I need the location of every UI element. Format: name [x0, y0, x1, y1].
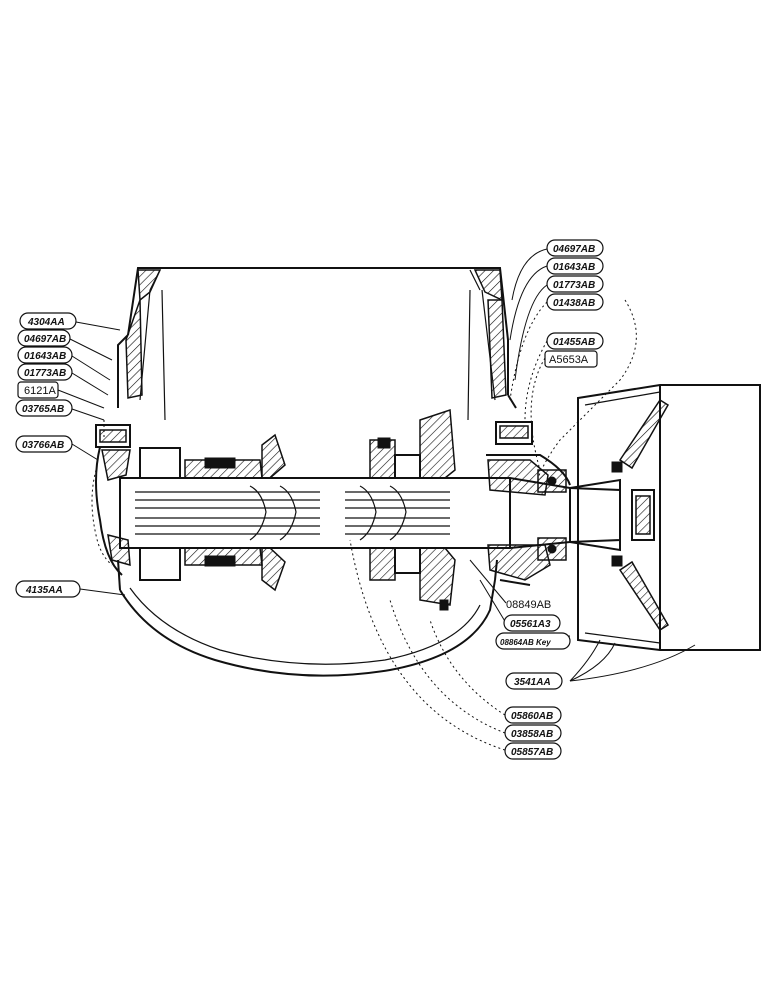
svg-text:6121A: 6121A [24, 385, 56, 397]
svg-text:3541AA: 3541AA [514, 677, 551, 688]
callout-05857AB: 05857AB [504, 742, 562, 760]
svg-text:01773AB: 01773AB [24, 368, 66, 379]
svg-text:05561A3: 05561A3 [510, 619, 551, 630]
callout-4304AA: 4304AA [19, 312, 77, 330]
callout-3541AA: 3541AA [505, 672, 563, 690]
pulley-drum [569, 384, 761, 651]
callout-05860AB: 05860AB [504, 706, 562, 724]
svg-text:04697AB: 04697AB [24, 334, 66, 345]
left-flange [91, 424, 131, 576]
main-shaft [119, 477, 621, 549]
svg-text:4135AA: 4135AA [25, 585, 63, 596]
middle-gear [369, 408, 456, 611]
leader-lines-left [57, 321, 126, 596]
svg-text:01643AB: 01643AB [24, 351, 66, 362]
callout-01643AB-left: 01643AB [17, 346, 73, 364]
svg-text:03766AB: 03766AB [22, 440, 64, 451]
svg-text:A5653A: A5653A [549, 354, 589, 366]
callout-08864AB-key: 08864AB Key [495, 632, 571, 650]
left-gear [139, 433, 286, 592]
callout-01643AB-right: 01643AB [546, 257, 604, 275]
svg-text:01438AB: 01438AB [553, 298, 595, 309]
callout-01773AB-right: 01773AB [546, 275, 604, 293]
callout-03766AB: 03766AB [15, 435, 73, 453]
callout-04697AB-left: 04697AB [17, 329, 71, 347]
callout-04697AB-right: 04697AB [546, 239, 604, 257]
callout-03858AB: 03858AB [504, 724, 562, 742]
svg-text:4304AA: 4304AA [27, 317, 65, 328]
svg-text:08864AB Key: 08864AB Key [500, 638, 551, 647]
right-flange [486, 421, 571, 586]
svg-text:08849AB: 08849AB [506, 599, 551, 611]
leader-lines-right [349, 248, 696, 751]
callout-6121A: 6121A [17, 381, 59, 399]
svg-text:04697AB: 04697AB [553, 244, 595, 255]
callout-03765AB: 03765AB [15, 399, 73, 417]
svg-text:05860AB: 05860AB [511, 711, 553, 722]
callout-A5653A: A5653A [544, 350, 598, 368]
svg-text:05857AB: 05857AB [511, 747, 553, 758]
callout-08849AB: 08849AB [506, 599, 551, 611]
callout-4135AA: 4135AA [15, 580, 81, 598]
callout-01773AB-left: 01773AB [17, 363, 73, 381]
callout-01455AB: 01455AB [546, 332, 604, 350]
callout-01438AB: 01438AB [546, 293, 604, 311]
callout-05561A3: 05561A3 [503, 614, 561, 632]
housing-body [117, 267, 517, 421]
svg-text:01455AB: 01455AB [553, 337, 595, 348]
svg-text:01773AB: 01773AB [553, 280, 595, 291]
svg-text:01643AB: 01643AB [553, 262, 595, 273]
svg-text:03858AB: 03858AB [511, 729, 553, 740]
bearing [537, 469, 567, 561]
svg-text:03765AB: 03765AB [22, 404, 64, 415]
